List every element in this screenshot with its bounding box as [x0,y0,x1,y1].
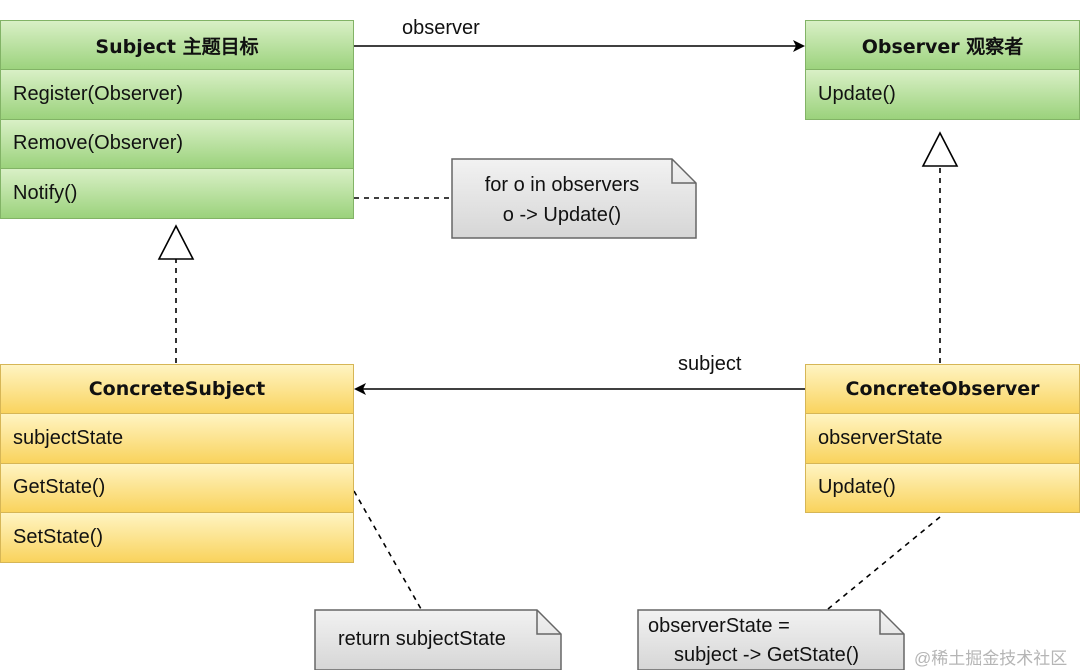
note-getstate-line-1: return subjectState [338,628,506,650]
association-label-subject: subject [678,353,742,375]
note-update-line-1: observerState = [648,615,790,637]
subject-method-notify: Notify() [0,167,354,219]
note-link-update [827,516,941,610]
note-notify-shape [451,158,697,239]
observer-method-update: Update() [805,69,1080,120]
note-getstate-shape [314,609,562,670]
subject-method-remove: Remove(Observer) [0,118,354,170]
realization-triangle-observer [921,131,959,167]
concrete-observer-class-title: ConcreteObserver [805,364,1080,415]
concrete-subject-method-getstate: GetState() [0,462,354,514]
subject-class: Subject 主题目标 Register(Observer) Remove(O… [0,20,354,219]
concrete-subject-class-title: ConcreteSubject [0,364,354,415]
concrete-subject-method-setstate: SetState() [0,511,354,563]
concrete-observer-class: ConcreteObserver observerState Update() [805,364,1080,514]
concrete-subject-field-state: subjectState [0,413,354,464]
association-label-observer: observer [402,17,480,39]
observer-class: Observer 观察者 Update() [805,20,1080,120]
subject-class-title: Subject 主题目标 [0,20,354,71]
concrete-subject-class: ConcreteSubject subjectState GetState() … [0,364,354,563]
concrete-observer-field-state: observerState [805,413,1080,464]
note-notify-line-1: for o in observers [484,174,640,196]
subject-method-register: Register(Observer) [0,69,354,120]
observer-class-title: Observer 观察者 [805,20,1080,71]
note-update-line-2: subject -> GetState() [674,644,860,666]
note-update-shape [637,609,905,670]
concrete-observer-method-update: Update() [805,462,1080,514]
note-notify-line-2: o -> Update() [502,204,622,226]
watermark-text: @稀土掘金技术社区 [914,649,1068,668]
note-link-getstate [353,490,422,610]
realization-triangle-subject [157,224,195,260]
